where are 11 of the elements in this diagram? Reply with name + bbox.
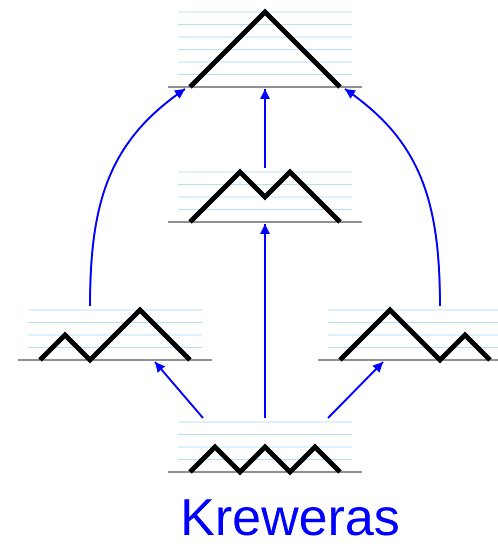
arrow bbox=[260, 89, 270, 168]
mountain-path-drawing bbox=[168, 168, 362, 224]
arrow bbox=[344, 88, 441, 306]
arrow bbox=[327, 361, 384, 419]
mountain-path-drawing bbox=[18, 306, 212, 362]
mountain-path-drawing bbox=[168, 8, 362, 89]
arrow bbox=[154, 361, 204, 419]
title-text: Kreweras bbox=[179, 492, 401, 544]
arrow bbox=[89, 88, 186, 306]
arrow bbox=[260, 224, 270, 418]
mountain-path-drawing bbox=[318, 306, 498, 362]
